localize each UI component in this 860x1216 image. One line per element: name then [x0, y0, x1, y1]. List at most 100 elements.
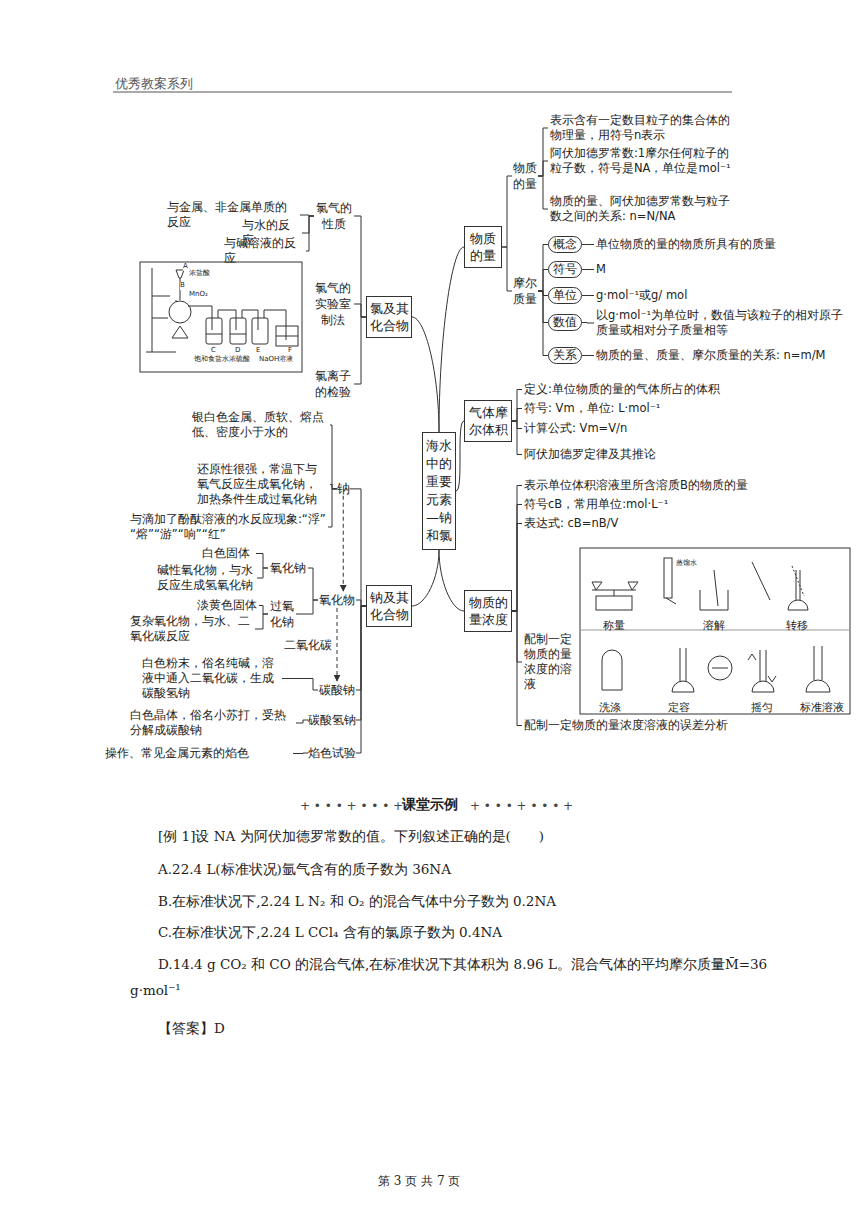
node-text: 单位物质的量的物质所具有的质量 [596, 237, 792, 252]
example-text: D.14.4 g CO₂ 和 CO 的混合气体,在标准状况下其体积为 8.96 … [130, 952, 770, 1003]
connector [512, 409, 522, 422]
topic-label: 焰色试验 [308, 745, 356, 761]
figure-label: B [180, 282, 185, 290]
example-text: C.在标准状况下,2.24 L CCl₄ 含有的氯原子数为 0.4NA [158, 920, 502, 946]
node-text: 操作、常见金属元素的焰色 [105, 746, 291, 761]
branch-box: 气体摩尔体积 [464, 400, 512, 442]
connector [512, 505, 522, 612]
topic-label: 氧化物 [318, 592, 356, 608]
node-text: 氯离子的检验 [312, 368, 354, 400]
note-text: 以g·mol⁻¹为单位时，数值与该粒子的相对原子质量或相对分子质量相等 [594, 308, 846, 338]
connector [255, 614, 268, 629]
figure-label: + • • • + • • • + [470, 795, 573, 818]
tag-oval: 概念 [548, 236, 582, 253]
note-text: 表达式: cB=nB/V [522, 516, 822, 531]
node-text: 海水中的重要元素—钠和氯 [425, 437, 453, 545]
topic-label: 氯气的实验室制法 [312, 280, 354, 328]
connector [296, 720, 308, 723]
connector [582, 269, 594, 270]
connector [306, 216, 314, 251]
connector [439, 550, 464, 611]
note-text: 与滴加了酚酞溶液的水反应现象:“浮”“熔”“游”“响”“红” [128, 512, 328, 542]
figure-label: 转移 [786, 616, 808, 637]
note-text: 淡黄色固体 [195, 598, 259, 613]
note-text: 表示含有一定数目粒子的集合体的物理量，用符号n表示 [548, 113, 738, 143]
node-text: 配制一定物质的量浓度溶液的误差分析 [524, 718, 800, 733]
dashed-arrow [337, 608, 338, 681]
center-box: 海水中的重要元素—钠和氯 [422, 432, 456, 550]
note-text: 定义:单位物质的量的气体所占的体积 [522, 382, 782, 397]
note-text: M [594, 262, 634, 277]
node-text: 复杂氧化物，与水、二氧化碳反应 [130, 614, 253, 644]
node-text: 符号: Vm，单位: L·mol⁻¹ [524, 401, 780, 416]
figure-label: 浓盐酸 [189, 270, 210, 278]
note-text: 符号: Vm，单位: L·mol⁻¹ [522, 401, 782, 416]
node-text: M [596, 262, 632, 277]
tag-oval: 关系 [548, 347, 582, 364]
node-text: 白色固体 [202, 546, 254, 561]
connector [302, 216, 314, 233]
node-text: 单位 [552, 288, 578, 303]
dashed-arrow [343, 496, 344, 591]
note-text: 计算公式: Vm=V/n [522, 421, 782, 436]
note-text: 符号cB，常用单位:mol·L⁻¹ [522, 497, 822, 512]
node-text: 表示含有一定数目粒子的集合体的物理量，用符号n表示 [550, 113, 736, 143]
note-text: 白色晶体，俗名小苏打，受热分解成碳酸钠 [128, 708, 296, 738]
solution-prep-figure [580, 548, 850, 714]
connector [354, 304, 366, 317]
node-text: 氯气的实验室制法 [312, 280, 354, 328]
node-text: 计算公式: Vm=V/n [524, 421, 780, 436]
connector [356, 606, 366, 753]
figure-label: + • • • + • • • + [300, 795, 403, 818]
connector [354, 216, 366, 317]
note-text: 物质的量、质量、摩尔质量的关系: n=m/M [594, 348, 846, 363]
node-text: 过氧化钠 [268, 598, 296, 630]
figure-label: 溶解 [703, 616, 725, 637]
example-text: 【答案】D [158, 1016, 225, 1042]
node-text: 氧化物 [318, 592, 356, 608]
note-text: 碱性氧化物，与水反应生成氢氧化钠 [155, 563, 257, 593]
note-text: 表示单位体积溶液里所含溶质B的物质的量 [522, 478, 822, 493]
node-text: 物质的量 [467, 230, 499, 264]
node-text: 物质的量 [512, 160, 538, 192]
tag-oval: 符号 [548, 261, 582, 278]
figure-label: E [256, 347, 260, 355]
node-text: 碳酸钠 [318, 682, 356, 698]
note-text: 单位物质的量的物质所具有的质量 [594, 237, 794, 252]
connector [512, 390, 522, 422]
node-text: 白色晶体，俗名小苏打，受热分解成碳酸钠 [130, 708, 294, 738]
figure-label: 浓硫酸 [229, 356, 250, 364]
node-text: 氧化钠 [268, 560, 308, 576]
node-text: 碳酸氢钠 [308, 712, 356, 728]
topic-label: 氧化钠 [268, 560, 308, 576]
note-text: 配制一定物质的量浓度的溶液 [522, 632, 582, 692]
figure-label: 摇匀 [751, 698, 773, 719]
topic-label: 摩尔质量 [512, 275, 538, 307]
figure-label: D [235, 347, 240, 355]
connector [512, 524, 522, 612]
node-text: 以g·mol⁻¹为单位时，数值与该粒子的相对原子质量或相对分子质量相等 [596, 308, 844, 338]
node-text: 摩尔质量 [512, 275, 538, 307]
vertical-label: 钠 [337, 482, 350, 496]
connector [356, 600, 366, 606]
connector [354, 317, 366, 384]
node-text: 焰色试验 [308, 745, 356, 761]
connector [296, 600, 318, 614]
node-text: 概念 [552, 237, 578, 252]
connector [257, 568, 268, 578]
page-header: 优秀教案系列 [115, 72, 193, 97]
example-text: A.22.4 L(标准状况)氩气含有的质子数为 36NA [158, 857, 451, 883]
note-text: 银白色金属、质软、熔点低、密度小于水的 [190, 410, 330, 440]
node-text: 与滴加了酚酞溶液的水反应现象:“浮”“熔”“游”“响”“红” [130, 512, 326, 542]
node-text: 定义:单位物质的量的气体所占的体积 [524, 382, 780, 397]
connector [328, 489, 337, 527]
topic-label: 碳酸钠 [318, 682, 356, 698]
connector [456, 421, 464, 491]
node-text: 表示单位体积溶液里所含溶质B的物质的量 [524, 478, 820, 493]
note-text: 复杂氧化物，与水、二氧化碳反应 [128, 614, 255, 644]
note-text: 配制一定物质的量浓度溶液的误差分析 [522, 718, 802, 733]
figure-label: MnO₂ [189, 291, 208, 299]
